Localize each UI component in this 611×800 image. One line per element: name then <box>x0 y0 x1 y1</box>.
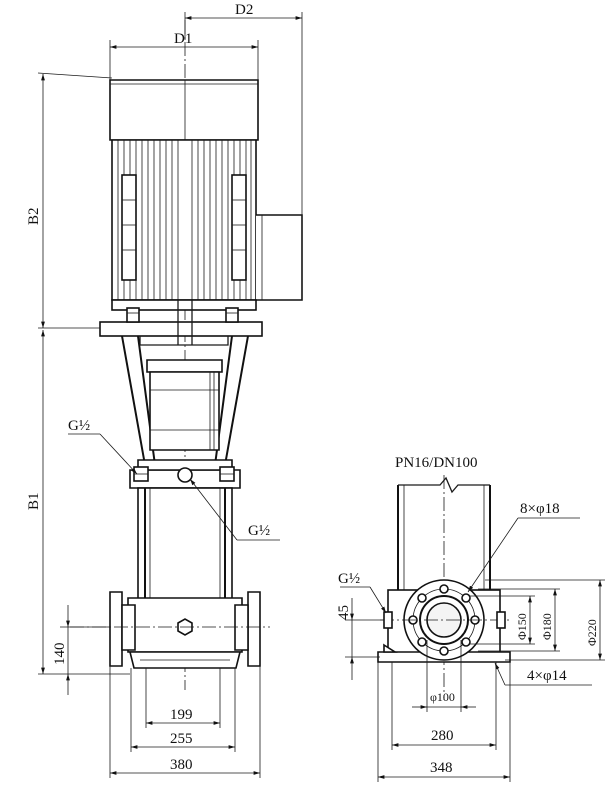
label-b1: B1 <box>26 492 42 510</box>
side-dimensions: G½ 8×φ18 45 Φ150 Φ180 Φ220 4×φ14 <box>336 501 605 782</box>
coupling-top <box>146 359 223 373</box>
motor-cap <box>109 79 259 141</box>
side-plug-left <box>383 611 393 629</box>
bracket-right <box>214 335 249 466</box>
label-380: 380 <box>170 757 193 773</box>
flange-right <box>247 591 261 667</box>
label-199: 199 <box>170 707 193 723</box>
break-line <box>398 476 490 494</box>
label-b2: B2 <box>26 207 42 225</box>
coupling-body <box>149 371 220 451</box>
motor-side-block-left <box>121 174 137 281</box>
label-pn: PN16/DN100 <box>395 455 478 471</box>
pump-barrel <box>137 487 233 604</box>
bolt-left <box>126 307 140 323</box>
label-d2: D2 <box>235 2 253 18</box>
label-280: 280 <box>431 728 454 744</box>
label-phi180: Φ180 <box>540 613 554 640</box>
label-255: 255 <box>170 731 193 747</box>
bolt-right <box>225 307 239 323</box>
label-45: 45 <box>336 605 352 620</box>
motor-bottom <box>111 299 257 311</box>
label-phi150: Φ150 <box>515 613 529 640</box>
flange-left <box>109 591 123 667</box>
label-holes-base: 4×φ14 <box>527 668 567 684</box>
label-348: 348 <box>430 760 453 776</box>
motor-side-block-right <box>231 174 247 281</box>
label-g-left: G½ <box>68 418 90 434</box>
label-d1: D1 <box>174 31 192 47</box>
label-g-side: G½ <box>338 571 360 587</box>
front-view <box>70 20 303 690</box>
label-140: 140 <box>52 643 68 666</box>
motor-mount-flange <box>99 321 263 337</box>
terminal-box <box>256 214 303 301</box>
front-dimensions: D2 D1 B2 B1 140 G½ G½ 199 <box>26 2 303 778</box>
side-plug-right <box>496 611 506 629</box>
label-g-right: G½ <box>248 523 270 539</box>
side-view: PN16/DN100 <box>377 455 511 700</box>
vent-plug <box>177 467 193 483</box>
label-phi220: Φ220 <box>585 619 599 646</box>
label-holes-flange: 8×φ18 <box>520 501 560 517</box>
label-phi100: φ100 <box>430 690 455 704</box>
